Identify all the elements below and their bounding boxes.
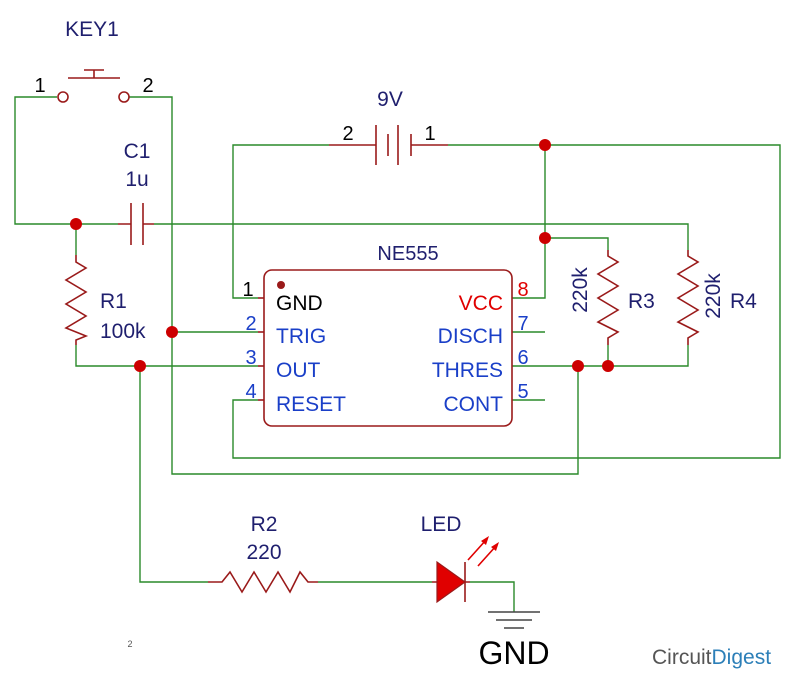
- pin-number: 2: [245, 313, 256, 335]
- r3-value: 220k: [569, 267, 592, 313]
- brand-part2: Digest: [712, 646, 772, 669]
- r4-label: R4: [730, 290, 757, 313]
- ic-pin-4: 4 RESET: [245, 381, 346, 416]
- r2-label: R2: [251, 513, 278, 536]
- wires: [14, 96, 781, 612]
- pin-number: 8: [517, 279, 528, 301]
- r1-label: R1: [100, 290, 127, 313]
- battery-9v: 9V 2 1: [329, 88, 448, 165]
- junction-dot: [539, 139, 551, 151]
- pin-number: 4: [245, 381, 256, 403]
- r3-label: R3: [628, 290, 655, 313]
- c1-value: 1u: [125, 168, 148, 191]
- ic-pin-5: 5 CONT: [444, 381, 529, 416]
- pin-name: CONT: [444, 393, 504, 416]
- pin-name: TRIG: [276, 325, 326, 348]
- key1-pin1: 1: [34, 75, 45, 97]
- sheet-mark: 2: [127, 639, 132, 649]
- r2-value: 220: [246, 541, 281, 564]
- key1-label: KEY1: [65, 18, 119, 41]
- battery-pin1: 1: [424, 123, 435, 145]
- ic-pin-1: 1 GND: [242, 279, 322, 315]
- ic-pin-7: 7 DISCH: [438, 313, 529, 348]
- led-label: LED: [421, 513, 462, 536]
- junction-dot: [166, 326, 178, 338]
- pin-number: 6: [517, 347, 528, 369]
- circuitdigest-logo: CircuitDigest: [652, 646, 771, 669]
- led: LED: [421, 513, 499, 604]
- ground-label: GND: [478, 635, 549, 671]
- capacitor-c1: C1 1u: [118, 140, 154, 245]
- pin-number: 7: [517, 313, 528, 335]
- ne555-body: [263, 269, 513, 427]
- pin-number: 5: [517, 381, 528, 403]
- pin-name: OUT: [276, 359, 321, 382]
- pin-name: RESET: [276, 393, 346, 416]
- r4-value: 220k: [702, 273, 725, 319]
- led-triangle: [436, 560, 467, 604]
- resistor-r2: R2 220: [208, 513, 318, 594]
- pin-number: 1: [242, 279, 253, 301]
- r1-value: 100k: [100, 320, 146, 343]
- pin-name: THRES: [432, 359, 503, 382]
- brand-part1: Circuit: [652, 646, 712, 669]
- pin-number: 3: [245, 347, 256, 369]
- resistor-r4: 220k R4: [676, 250, 757, 345]
- key1-pushbutton: KEY1 1 2: [34, 18, 154, 103]
- resistor-r1: R1 100k: [64, 255, 146, 345]
- ic-pin-3: 3 OUT: [245, 347, 320, 382]
- junction-dot: [602, 360, 614, 372]
- ic-pin-8: 8 VCC: [459, 279, 529, 315]
- ic-name: NE555: [377, 243, 438, 265]
- pin-name: DISCH: [438, 325, 503, 348]
- led-arrowhead-2: [491, 542, 499, 551]
- junction-dot: [572, 360, 584, 372]
- junction-dot: [134, 360, 146, 372]
- c1-label: C1: [124, 140, 151, 163]
- battery-label: 9V: [377, 88, 403, 111]
- junction-dot: [70, 218, 82, 230]
- pin-name: GND: [276, 292, 323, 315]
- pin-name: VCC: [459, 292, 503, 315]
- resistor-r3: 220k R3: [569, 250, 655, 345]
- brand-text: CircuitDigest: [652, 646, 771, 669]
- junction-dots: [70, 139, 614, 372]
- junction-dot: [539, 232, 551, 244]
- ic-pin-6: 6 THRES: [432, 347, 529, 382]
- pin1-marker: [277, 281, 285, 289]
- battery-pin2: 2: [342, 123, 353, 145]
- led-emission-arrows: [467, 539, 497, 567]
- ic-pin-2: 2 TRIG: [245, 313, 326, 348]
- led-arrowhead-1: [481, 536, 489, 545]
- key1-pin2: 2: [142, 75, 153, 97]
- ground-symbol: GND: [478, 611, 550, 671]
- ne555-chip: NE555 1 GND 2 TRIG 3 OUT 4 RESET 8 VCC: [242, 243, 529, 427]
